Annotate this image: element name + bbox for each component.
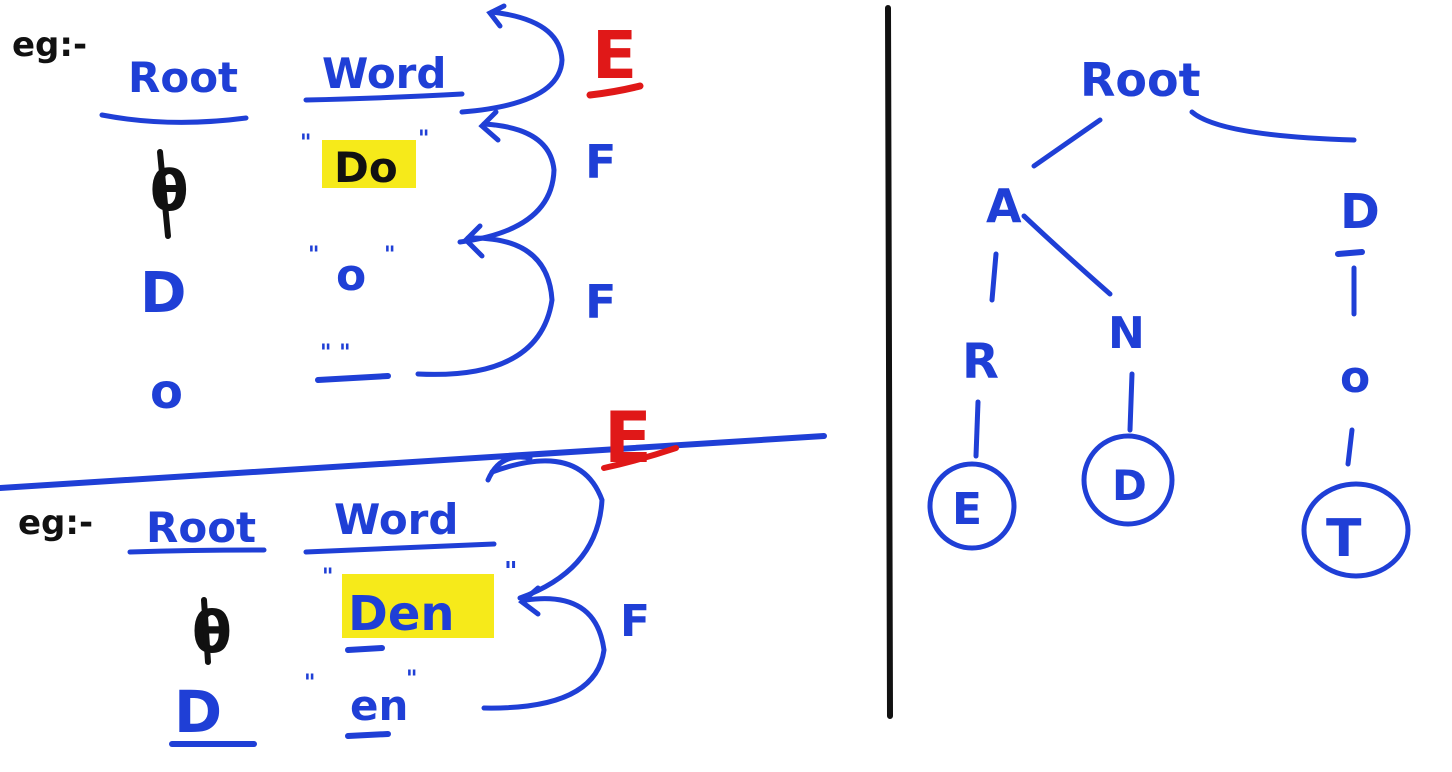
example1-row2-root: D — [140, 261, 186, 326]
example1-row2-quote-close: " — [384, 243, 395, 268]
example1-arrow-3-to-2 — [415, 235, 555, 377]
trie-node-d: D — [1340, 184, 1380, 240]
example1-root-header: Root — [128, 53, 238, 102]
trie-node-n: N — [1108, 308, 1145, 359]
trie-node-t-circle — [1301, 481, 1411, 579]
example1-arrowhead-2-to-1 — [478, 109, 501, 143]
example1-row1-result: F — [585, 135, 616, 189]
trie-edge-r-e — [973, 399, 981, 459]
example1-row2-quote-open: " — [308, 243, 319, 268]
example2-word-underline — [303, 541, 497, 555]
example-separator-line — [0, 433, 827, 491]
example1-result-top: E — [592, 17, 637, 94]
example1-row2-word: o — [336, 250, 366, 301]
example2-top-arrow — [489, 458, 605, 601]
trie-edge-root-a — [1031, 117, 1103, 169]
example2-row2-word: en — [350, 681, 408, 730]
example1-arrow-2-to-1 — [457, 121, 557, 245]
example1-row3-root: o — [150, 364, 183, 420]
example2-row1-root-stroke — [201, 597, 211, 665]
example2-root-header: Root — [146, 503, 256, 552]
example2-top-arrowhead — [485, 454, 533, 483]
trie-node-d-leaf-circle — [1081, 433, 1175, 527]
example2-row1-word-mark — [345, 645, 385, 653]
trie-node-r: R — [962, 334, 999, 390]
example2-arrowhead-2-to-1 — [518, 585, 541, 617]
example1-row1-root: θ — [150, 159, 188, 224]
trie-edge-n-d — [1127, 371, 1135, 433]
example1-row1-quote-open: " — [300, 131, 311, 156]
example1-row2-result: F — [585, 275, 616, 329]
example1-word-header: Word — [322, 49, 446, 98]
trie-node-e-circle — [927, 461, 1017, 551]
example2-row1-root: θ — [192, 598, 232, 666]
example2-label: eg:- — [18, 503, 93, 543]
example2-row1-result: F — [620, 596, 650, 647]
trie-edge-o-t — [1345, 427, 1355, 467]
example2-row2-quote-close: " — [406, 667, 417, 692]
trie-node-t: T — [1326, 509, 1362, 569]
example2-row1-word: Den — [348, 586, 455, 642]
example2-row1-highlight — [342, 574, 494, 638]
trie-node-a: A — [986, 179, 1022, 233]
example1-row1-highlight — [322, 140, 416, 188]
example2-result-underline — [601, 445, 679, 471]
example1-top-arrow — [459, 9, 565, 115]
example2-word-header: Word — [334, 495, 458, 544]
example2-row2-quote-open: " — [304, 671, 315, 696]
example2-row1-quote-close: " — [504, 557, 518, 587]
trie-edge-a-r — [989, 251, 999, 303]
example1-row1-root-stroke — [157, 149, 171, 239]
example2-root-underline — [127, 547, 267, 555]
example1-root-underline — [99, 112, 249, 125]
example2-row1-quote-open: " — [322, 565, 333, 590]
trie-node-e: E — [952, 484, 982, 535]
example1-row1-quote-close: " — [418, 127, 429, 152]
example1-row3-underline — [315, 373, 391, 383]
trie-edge-root-d — [1189, 109, 1357, 143]
trie-edge-a-n — [1021, 213, 1113, 297]
trie-node-o: o — [1340, 352, 1370, 403]
trie-root-label: Root — [1080, 53, 1201, 107]
vertical-divider — [885, 5, 893, 719]
trie-node-d-leaf: D — [1112, 461, 1147, 510]
trie-node-d-underline — [1335, 249, 1365, 257]
example1-row1-word: Do — [334, 143, 398, 192]
example2-arrow-2-to-1 — [481, 596, 607, 711]
example1-row3-quotes: " " — [320, 341, 351, 366]
example2-row2-root: D — [174, 678, 222, 746]
example2-row2-word-underline — [345, 731, 391, 739]
example1-word-underline — [303, 91, 465, 103]
example1-result-underline — [586, 82, 644, 99]
example1-label: eg:- — [12, 25, 87, 65]
example1-top-arrowhead — [486, 3, 507, 29]
